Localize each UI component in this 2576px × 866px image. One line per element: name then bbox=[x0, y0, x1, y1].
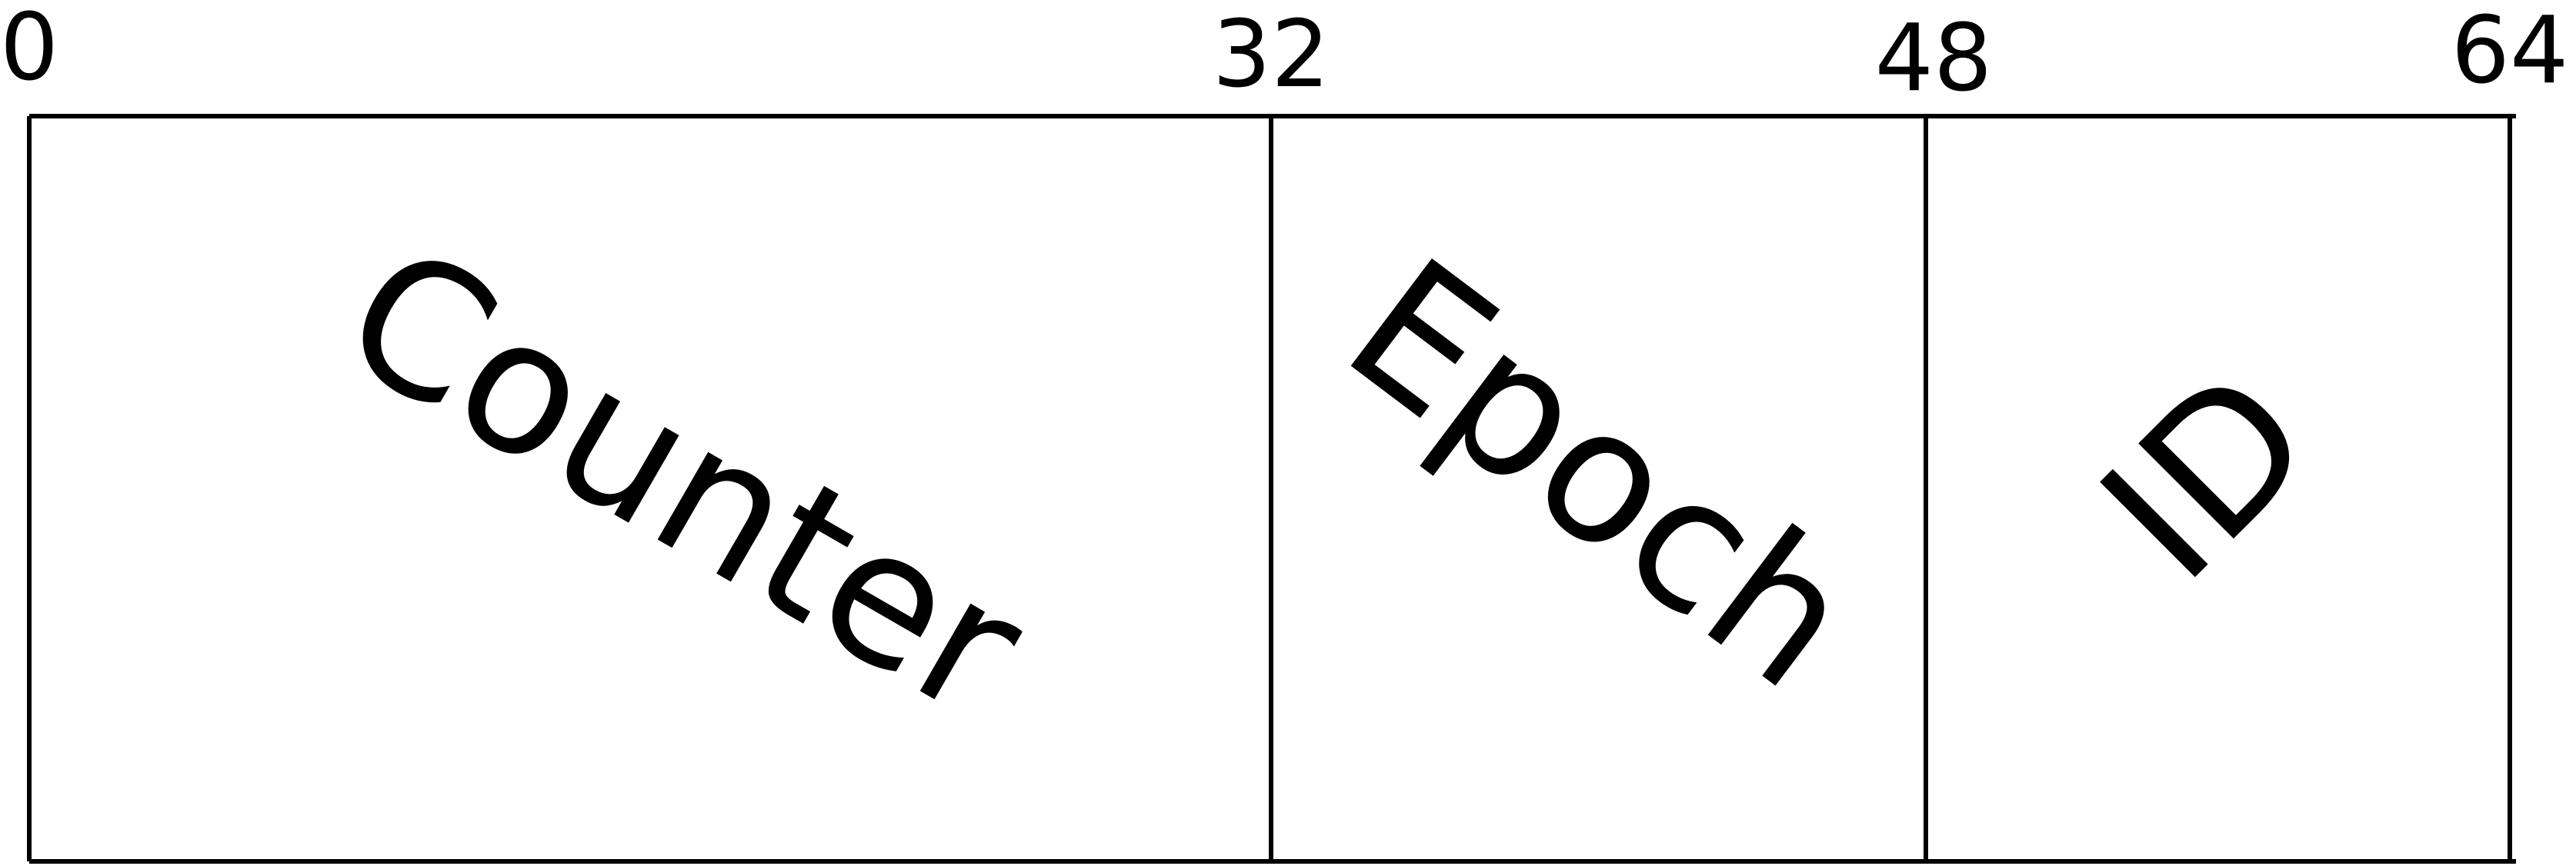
bit-label-48: 48 bbox=[1875, 5, 1993, 112]
field-label-epoch: Epoch bbox=[1310, 218, 1891, 730]
field-label-counter: Counter bbox=[310, 203, 1057, 758]
field-label-id: ID bbox=[2061, 330, 2353, 621]
bit-label-0: 0 bbox=[0, 0, 58, 102]
bit-label-32: 32 bbox=[1213, 2, 1330, 108]
bit-label-64: 64 bbox=[2451, 0, 2569, 105]
